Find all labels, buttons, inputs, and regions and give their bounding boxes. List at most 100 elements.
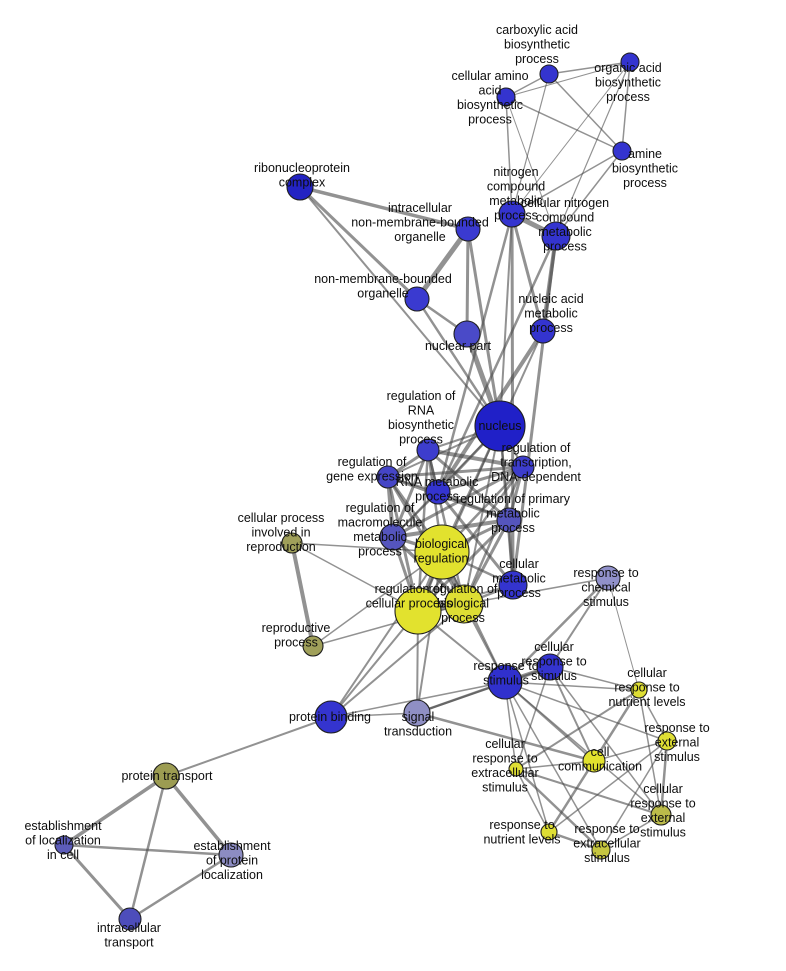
node-cpir[interactable] bbox=[281, 532, 303, 554]
edge-rts--crnl bbox=[504, 681, 640, 691]
edge-eloc--intratrans bbox=[62, 843, 132, 921]
node-ribo[interactable] bbox=[286, 173, 314, 201]
node-pbind[interactable] bbox=[314, 700, 348, 734]
node-amine[interactable] bbox=[612, 141, 632, 161]
edge-nucleus--regbio bbox=[463, 425, 501, 605]
node-reggene[interactable] bbox=[376, 465, 400, 489]
node-regbio[interactable] bbox=[444, 584, 484, 624]
edge-amine--cellnitro bbox=[555, 150, 623, 237]
node-bioreg[interactable] bbox=[414, 524, 470, 580]
edge-intraorg--nonmem bbox=[414, 226, 471, 302]
edge-rext--rnl bbox=[548, 740, 668, 833]
edge-regtrans--reggene bbox=[386, 465, 525, 479]
node-cellcomm[interactable] bbox=[582, 749, 606, 773]
edge-amine--nitro bbox=[511, 150, 623, 215]
node-amino[interactable] bbox=[496, 87, 516, 107]
edge-nitro--nucacid bbox=[510, 212, 545, 333]
edge-ptrans--intratrans bbox=[128, 774, 168, 921]
edge-cpir--repro bbox=[290, 541, 315, 648]
node-intraorg[interactable] bbox=[455, 216, 481, 242]
edge-nitro--rnamet bbox=[436, 212, 514, 494]
edge-amino--amine bbox=[505, 96, 623, 152]
edge-crts--sigtrans bbox=[416, 666, 551, 714]
edge-rnamet--cellmet bbox=[436, 490, 515, 587]
edge-rnl--crextr bbox=[515, 768, 550, 833]
edge-carb--nitro bbox=[511, 73, 550, 215]
node-nucleus[interactable] bbox=[474, 400, 526, 452]
node-regrna[interactable] bbox=[416, 438, 440, 462]
edge-rext--rextr bbox=[600, 740, 668, 851]
node-sigtrans[interactable] bbox=[403, 699, 431, 727]
edge-org--nitro bbox=[511, 61, 631, 215]
edge-pbind--ptrans bbox=[165, 716, 332, 777]
node-org[interactable] bbox=[620, 52, 640, 72]
edge-nitro--nucleus bbox=[499, 213, 513, 427]
edge-crext--crextr bbox=[515, 768, 662, 816]
node-nitro[interactable] bbox=[498, 200, 526, 228]
node-regcell[interactable] bbox=[394, 587, 442, 635]
node-rchem[interactable] bbox=[595, 565, 621, 591]
edge-crnl--crext bbox=[638, 689, 662, 816]
edge-layer bbox=[62, 61, 669, 921]
edge-ribo--nonmem bbox=[298, 185, 419, 301]
node-eloc[interactable] bbox=[54, 835, 74, 855]
edge-rts--rext bbox=[504, 681, 668, 742]
node-repro[interactable] bbox=[302, 635, 324, 657]
edge-crts--rchem bbox=[549, 577, 609, 668]
edge-crts--cellcomm bbox=[549, 666, 595, 762]
edge-pbind--bioreg bbox=[330, 551, 443, 718]
edge-rextr--crextr bbox=[514, 767, 603, 852]
edge-rts--rextr bbox=[504, 681, 602, 851]
node-carb[interactable] bbox=[539, 64, 559, 84]
node-rts[interactable] bbox=[487, 664, 523, 700]
node-ptrans[interactable] bbox=[152, 762, 180, 790]
node-nucacid[interactable] bbox=[530, 318, 556, 344]
edge-intraorg--nucleus bbox=[466, 227, 502, 428]
node-crextr[interactable] bbox=[508, 761, 524, 777]
edge-regrna--regprim bbox=[426, 448, 511, 522]
edge-ribo--intraorg bbox=[298, 185, 470, 231]
node-crext[interactable] bbox=[650, 804, 672, 826]
edge-rext--crext bbox=[659, 739, 669, 817]
edge-rts--rchem bbox=[503, 576, 610, 684]
node-nucpart[interactable] bbox=[453, 320, 481, 348]
node-regmacro[interactable] bbox=[379, 523, 407, 551]
node-regprim[interactable] bbox=[496, 507, 522, 533]
edge-cellnitro--cellmet bbox=[511, 234, 558, 587]
node-rnl[interactable] bbox=[540, 823, 558, 841]
edge-eloc--eprot bbox=[62, 843, 233, 857]
node-nonmem[interactable] bbox=[404, 286, 430, 312]
node-regtrans[interactable] bbox=[511, 455, 535, 479]
edge-regtrans--rnamet bbox=[436, 465, 525, 494]
edge-cpir--regcell bbox=[291, 542, 419, 612]
node-crts[interactable] bbox=[536, 653, 564, 681]
edge-org--amine bbox=[621, 61, 631, 152]
edge-regrna--regtrans bbox=[426, 448, 525, 469]
edge-carb--amine bbox=[548, 73, 623, 152]
node-eprot[interactable] bbox=[218, 842, 244, 868]
node-rextr[interactable] bbox=[591, 840, 611, 860]
edge-crts--crnl bbox=[549, 666, 640, 691]
node-intratrans[interactable] bbox=[118, 907, 142, 931]
edge-rext--cellcomm bbox=[593, 740, 668, 762]
edge-org--cellnitro bbox=[555, 61, 631, 237]
edge-carb--org bbox=[548, 61, 631, 75]
node-crnl[interactable] bbox=[630, 681, 648, 699]
node-cellmet[interactable] bbox=[498, 570, 528, 600]
edge-rchem--regbio bbox=[463, 577, 609, 605]
node-rext[interactable] bbox=[657, 731, 677, 751]
node-cellnitro[interactable] bbox=[541, 221, 571, 251]
edge-crnl--rext bbox=[638, 689, 668, 742]
edge-amino--cellnitro bbox=[505, 96, 557, 237]
node-rnamet[interactable] bbox=[425, 479, 451, 505]
edge-rts--rnl bbox=[504, 681, 550, 833]
edge-pbind--regbio bbox=[330, 603, 465, 718]
edge-amino--nitro bbox=[505, 96, 513, 215]
